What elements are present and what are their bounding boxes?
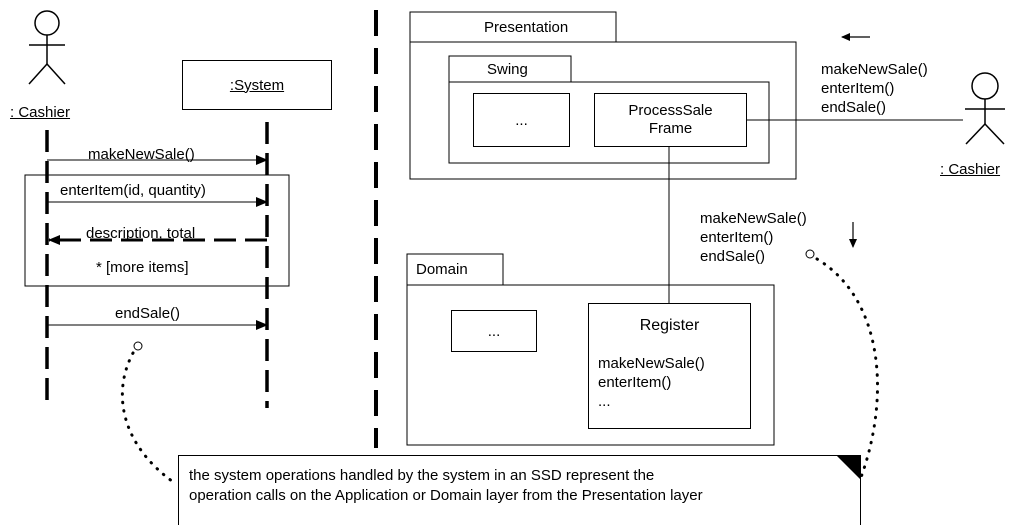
presentation-package-tab xyxy=(409,11,617,43)
register-op: enterItem() xyxy=(598,374,672,391)
call-item: endSale() xyxy=(821,99,887,116)
right-note-connector xyxy=(815,257,879,482)
middle-calls: makeNewSale() enterItem() endSale() xyxy=(700,209,807,266)
msg-return-label: description, total xyxy=(86,225,196,242)
domain-placeholder-label: ... xyxy=(487,322,501,340)
system-lifeline-box: :System xyxy=(182,60,332,110)
swing-placeholder-label: ... xyxy=(515,111,528,129)
system-label: :System xyxy=(229,76,285,94)
note-fold-corner xyxy=(836,455,861,480)
cashier-actor-figure xyxy=(28,10,66,85)
swing-package-tab xyxy=(448,55,572,83)
msg-make-new-sale-label: makeNewSale() xyxy=(88,146,195,163)
left-note-anchor xyxy=(133,341,143,351)
swing-package-label: Swing xyxy=(487,61,528,78)
right-note-anchor xyxy=(805,249,815,259)
process-sale-frame-line1: ProcessSale xyxy=(628,102,713,119)
loop-frame xyxy=(24,174,290,287)
cashier-actor-label: : Cashier xyxy=(10,104,71,121)
domain-package-label: Domain xyxy=(416,261,468,278)
domain-package-tab xyxy=(406,253,504,286)
process-sale-frame-line2: Frame xyxy=(648,120,693,137)
note-line-1: the system operations handled by the sys… xyxy=(189,467,655,484)
call-item: enterItem() xyxy=(700,229,774,246)
msg-enter-item-label: enterItem(id, quantity) xyxy=(60,182,206,199)
call-item: makeNewSale() xyxy=(700,210,807,227)
register-op: ... xyxy=(598,393,611,410)
loop-guard-label: * [more items] xyxy=(96,259,189,276)
register-operations: makeNewSale() enterItem() ... xyxy=(589,348,750,411)
register-title: Register xyxy=(639,317,700,334)
process-sale-frame-box: ProcessSale Frame xyxy=(594,93,747,147)
right-actor-calls: makeNewSale() enterItem() endSale() xyxy=(821,60,928,117)
msg-end-sale-label: endSale() xyxy=(115,305,181,322)
right-cashier-actor-figure xyxy=(965,72,1005,145)
swing-placeholder-box: ... xyxy=(473,93,570,147)
call-item: enterItem() xyxy=(821,80,895,97)
right-cashier-actor-label: : Cashier xyxy=(940,161,1001,178)
note-line-2: operation calls on the Application or Do… xyxy=(189,487,703,504)
presentation-package-label: Presentation xyxy=(484,19,569,36)
call-item: endSale() xyxy=(700,248,766,265)
call-item: makeNewSale() xyxy=(821,61,928,78)
domain-placeholder-box: ... xyxy=(451,310,537,352)
uml-note: the system operations handled by the sys… xyxy=(178,455,861,525)
register-class-box: Register makeNewSale() enterItem() ... xyxy=(588,303,751,429)
register-op: makeNewSale() xyxy=(598,355,705,372)
left-note-connector xyxy=(120,351,178,486)
